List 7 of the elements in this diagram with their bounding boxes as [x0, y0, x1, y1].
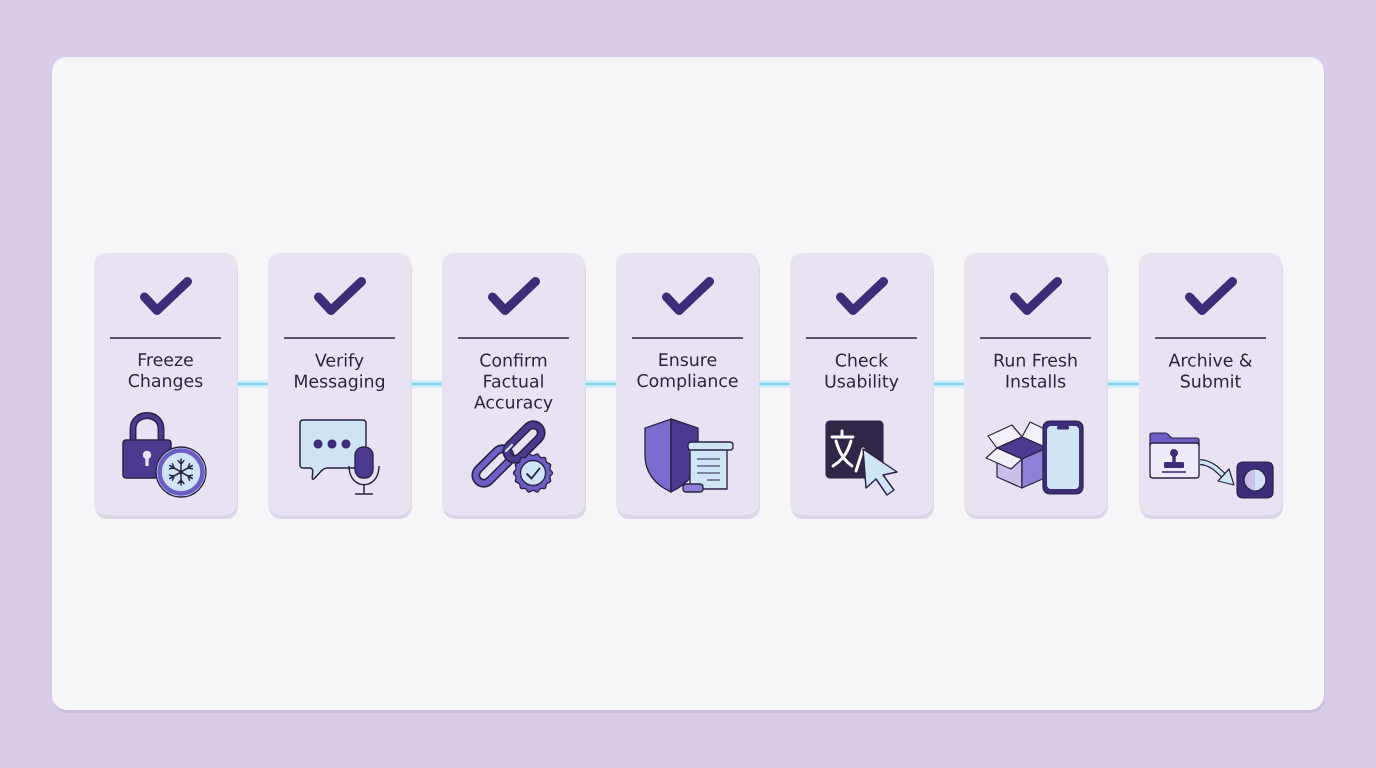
- connector-line: [411, 380, 442, 388]
- connector-line: [1107, 380, 1139, 388]
- connector-line: [933, 380, 964, 388]
- connector-line: [759, 380, 790, 388]
- connector-line: [237, 380, 268, 388]
- step-card: Confirm Factual Accuracy: [442, 253, 586, 519]
- connector-line: [585, 380, 616, 388]
